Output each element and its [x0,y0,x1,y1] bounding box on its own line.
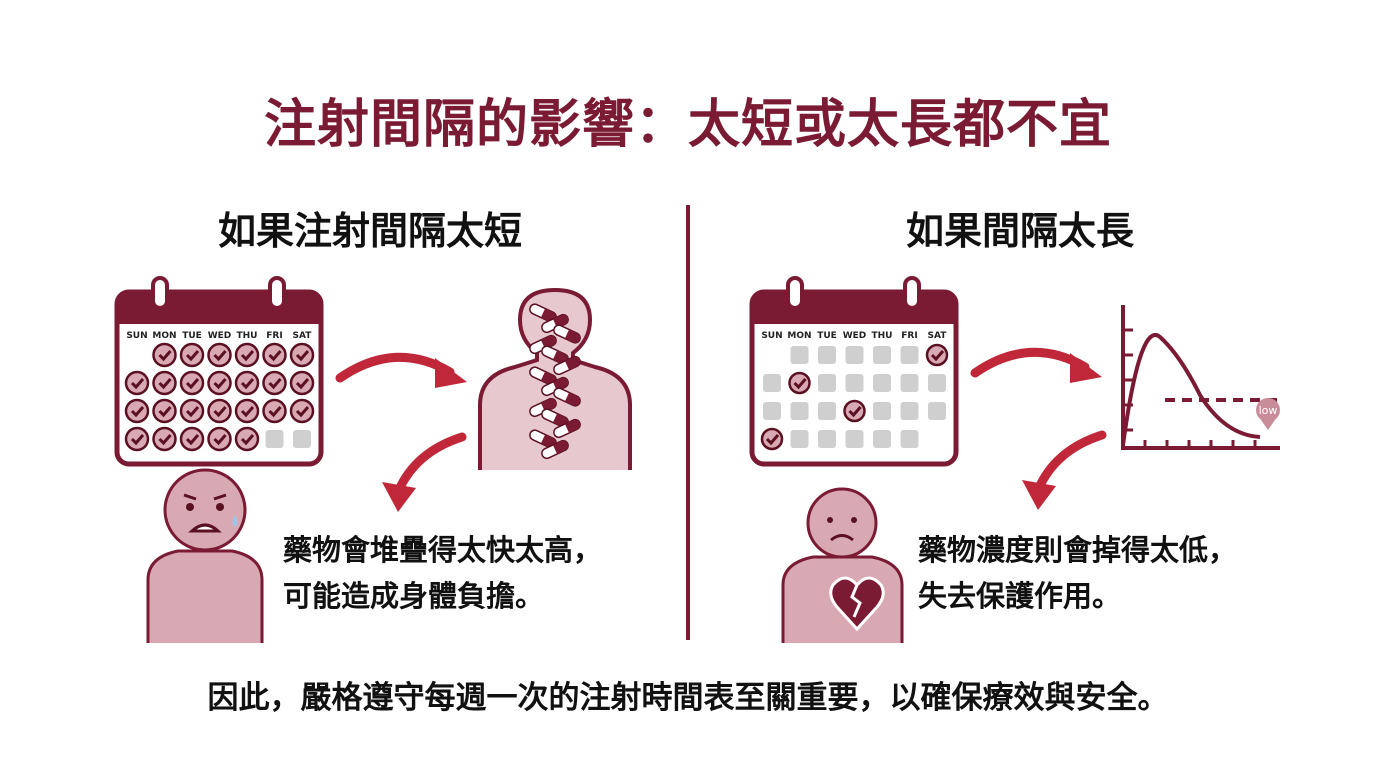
checked-day-icon [760,427,784,451]
empty-day-cell [265,430,284,448]
pill-icon [553,355,581,376]
arrow-icon [970,347,1102,383]
empty-day-cell [818,374,836,392]
empty-day-cell [928,402,946,420]
arrow-icon [382,432,467,512]
pill-icon [529,397,557,418]
checked-day-icon [179,426,205,452]
day-label: TUE [182,331,202,341]
concentration-graph-icon: low [1121,305,1280,450]
day-label: FRI [901,331,917,341]
empty-day-cell [818,430,836,448]
day-label: MON [787,331,811,341]
checked-day-icon [262,342,287,368]
day-label: WED [208,331,232,341]
checked-day-icon [207,370,232,396]
checked-day-icon [179,342,205,368]
arrow-icon [335,352,467,388]
empty-day-cell [873,346,891,364]
checked-day-icon [179,370,205,396]
empty-day-cell [900,374,919,392]
empty-day-cell [790,430,809,448]
checked-day-icon [843,399,866,423]
empty-day-cell [873,402,891,420]
footer-text: 因此，嚴格遵守每週一次的注射時間表至關重要，以確保療效與安全。 [207,680,1169,716]
checked-day-icon [124,398,150,424]
checked-day-icon [152,342,177,368]
empty-day-cell [763,374,781,392]
checked-day-icon [234,342,260,368]
empty-day-cell [818,402,836,420]
checked-day-icon [179,398,205,424]
checked-day-icon [124,370,150,396]
calendar-icon: SUN MON TUE WED THU FRI SAT [749,276,959,467]
empty-day-cell [790,402,809,420]
empty-day-cell [845,374,864,392]
checked-day-icon [262,370,287,396]
checked-day-icon [289,342,315,368]
checked-day-icon [152,426,177,452]
empty-day-cell [818,346,836,364]
day-label: MON [152,331,176,341]
checked-day-icon [925,343,949,367]
divider [686,205,690,640]
empty-day-cell [293,430,311,448]
day-label: SAT [928,331,948,341]
checked-day-icon [152,370,177,396]
day-label: SAT [293,331,313,341]
empty-day-cell [845,430,864,448]
broken-heart-icon [829,576,885,632]
left-text-line2: 可能造成身體負擔。 [283,579,545,613]
low-label: low [1259,404,1278,417]
day-label: FRI [266,331,282,341]
checked-day-icon [207,342,232,368]
checked-day-icon [234,370,260,396]
checked-day-icon [207,398,232,424]
sad-person-icon [781,487,904,643]
empty-day-cell [900,402,919,420]
right-heading: 如果間隔太長 [905,209,1134,253]
left-heading: 如果注射間隔太短 [217,209,522,253]
day-label: SUN [126,331,147,341]
checked-day-icon [152,398,177,424]
pill-icon [541,439,569,460]
empty-day-cell [845,346,864,364]
day-label: THU [872,331,893,341]
day-label: SUN [761,331,782,341]
empty-day-cell [873,374,891,392]
pill-icon [553,418,581,439]
empty-day-cell [928,374,946,392]
pill-icon [553,387,581,407]
body-pills-icon [478,287,632,470]
page-title: 注射間隔的影響：太短或太長都不宜 [263,95,1112,155]
empty-day-cell [763,402,781,420]
left-text: 藥物會堆疊得太快太高， 可能造成身體負擔。 [283,527,602,619]
empty-day-cell [900,430,919,448]
checked-day-icon [289,370,315,396]
pill-icon [553,324,581,344]
empty-day-cell [790,346,809,364]
right-text-line2: 失去保護作用。 [918,579,1122,613]
day-label: WED [843,331,867,341]
left-text-line1: 藥物會堆疊得太快太高， [283,533,603,567]
day-label: TUE [817,331,837,341]
checked-day-icon [207,426,232,452]
checked-day-icon [289,398,315,424]
right-text: 藥物濃度則會掉得太低， 失去保護作用。 [918,527,1237,619]
checked-day-icon [124,426,150,452]
arrow-icon [1022,430,1107,510]
empty-day-cell [900,346,919,364]
empty-day-cell [873,430,891,448]
checked-day-icon [262,398,287,424]
checked-day-icon [234,426,260,452]
checked-day-icon [234,398,260,424]
worried-person-icon [146,468,264,643]
checked-day-icon [788,371,811,395]
day-label: THU [237,331,258,341]
calendar-icon: SUN MON TUE WED THU FRI SAT [114,276,324,467]
right-text-line1: 藥物濃度則會掉得太低， [918,533,1238,567]
